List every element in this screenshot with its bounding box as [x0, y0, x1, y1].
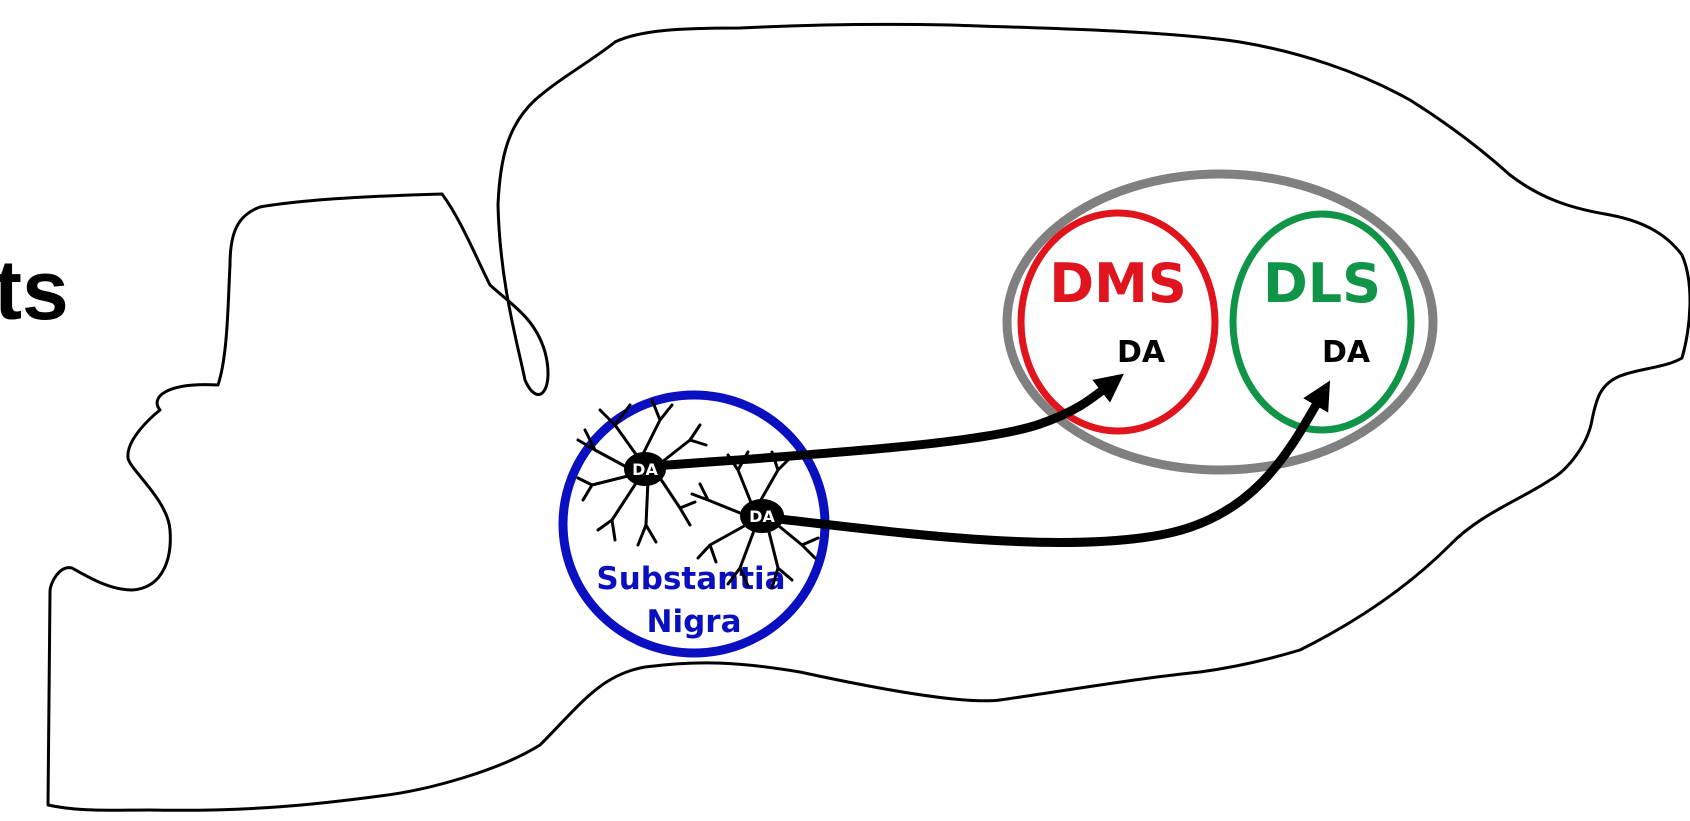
- striatum-boundary: [1007, 174, 1433, 470]
- neuron-2-label: DA: [749, 507, 775, 526]
- neuron-1-label: DA: [632, 460, 658, 479]
- substantia-nigra-label-line2: Nigra: [647, 604, 742, 640]
- cropped-title-text: ts: [0, 248, 69, 332]
- brain-outline: [48, 24, 1690, 810]
- substantia-nigra-label-line1: Substantia: [596, 561, 785, 597]
- dms-region: [1021, 213, 1215, 431]
- dms-da-label: DA: [1117, 335, 1166, 370]
- dls-label: DLS: [1263, 252, 1381, 315]
- dms-label: DMS: [1049, 252, 1186, 315]
- dls-da-label: DA: [1322, 335, 1371, 370]
